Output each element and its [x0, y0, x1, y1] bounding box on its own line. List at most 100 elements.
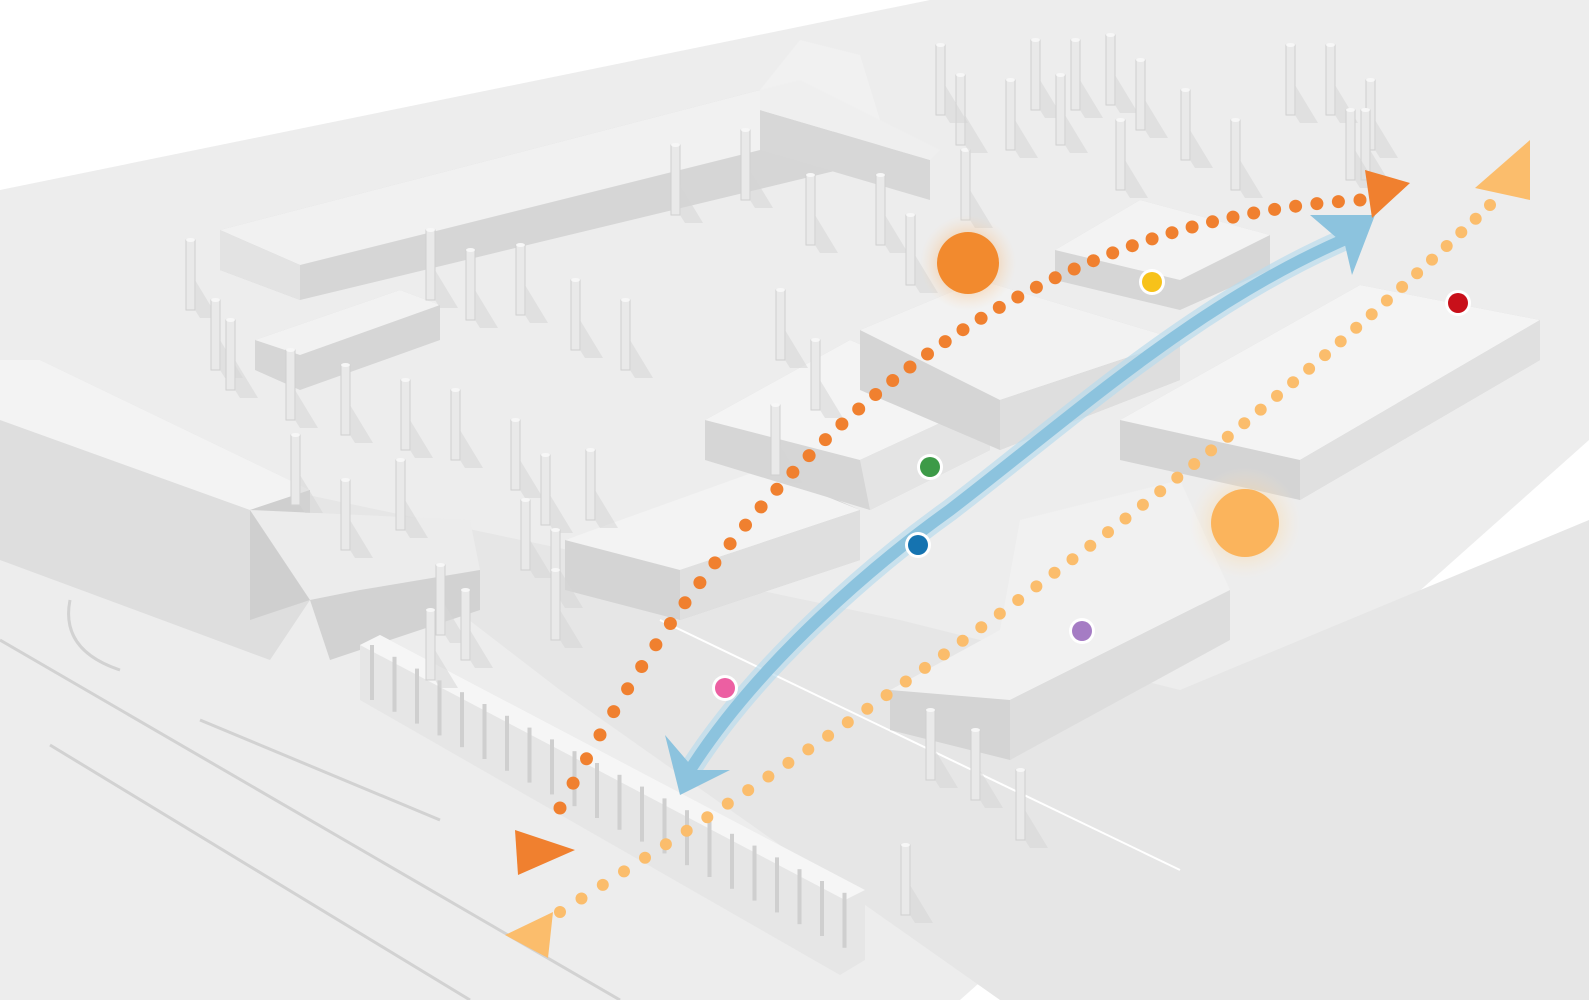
route-dot [679, 596, 692, 609]
route-dot [1205, 444, 1217, 456]
route-dot [681, 825, 693, 837]
route-dot [1289, 200, 1302, 213]
route-dot [762, 771, 774, 783]
route-dot [621, 682, 634, 695]
route-dot [1120, 513, 1132, 525]
route-dot [869, 388, 882, 401]
route-dot [938, 648, 950, 660]
route-dot [649, 638, 662, 651]
route-dot [957, 323, 970, 336]
route-dot [693, 576, 706, 589]
route-dot [724, 537, 737, 550]
route-dot [1381, 295, 1393, 307]
route-dot [1227, 211, 1240, 224]
route-dot [1102, 526, 1114, 538]
route-dot [802, 743, 814, 755]
route-dot [900, 676, 912, 688]
route-dot [1188, 458, 1200, 470]
route-dot [1049, 271, 1062, 284]
route-dot [904, 361, 917, 374]
route-dot [739, 519, 752, 532]
route-dot [1222, 431, 1234, 443]
route-dot [1206, 215, 1219, 228]
route-dot [1411, 267, 1423, 279]
route-dot [1146, 232, 1159, 245]
route-dot [1310, 197, 1323, 210]
route-dot [755, 500, 768, 513]
route-dot [660, 838, 672, 850]
route-dot [1350, 322, 1362, 334]
route-dot [554, 802, 567, 815]
route-dot [1030, 580, 1042, 592]
route-dot [1238, 417, 1250, 429]
route-dot [639, 852, 651, 864]
route-dot [1319, 349, 1331, 361]
node-orange-large [920, 215, 1016, 311]
route-dot [1396, 281, 1408, 293]
route-dot [597, 879, 609, 891]
route-dot [1186, 221, 1199, 234]
route-dot [975, 621, 987, 633]
node-blue [905, 532, 931, 558]
route-dot [1166, 226, 1179, 239]
route-dot [701, 811, 713, 823]
route-dot [567, 777, 580, 790]
route-dot [1068, 263, 1081, 276]
route-dot [1084, 540, 1096, 552]
route-dot [1255, 404, 1267, 416]
route-dot [1106, 246, 1119, 259]
route-dot [618, 865, 630, 877]
route-dot [1011, 291, 1024, 304]
route-dot [1455, 226, 1467, 238]
route-dot [861, 703, 873, 715]
node-light-orange-large [1189, 467, 1301, 579]
route-dot [580, 752, 593, 765]
route-dot [786, 466, 799, 479]
route-dot [1271, 390, 1283, 402]
route-dot [921, 348, 934, 361]
route-dot [994, 608, 1006, 620]
route-dot [594, 728, 607, 741]
route-dot [1171, 472, 1183, 484]
route-dot [664, 617, 677, 630]
route-dot [822, 730, 834, 742]
route-dot [819, 433, 832, 446]
route-dot [1332, 195, 1345, 208]
route-dot [1049, 567, 1061, 579]
route-dot [803, 449, 816, 462]
route-dot [939, 335, 952, 348]
route-dot [1012, 594, 1024, 606]
route-dot [1366, 308, 1378, 320]
node-green [917, 454, 943, 480]
route-dot [1287, 376, 1299, 388]
route-dot [1354, 194, 1367, 207]
route-dot [554, 906, 566, 918]
route-dot [782, 757, 794, 769]
route-dot [1154, 485, 1166, 497]
route-dot [708, 556, 721, 569]
route-dot [1030, 281, 1043, 294]
route-dot [1126, 239, 1139, 252]
route-dot [635, 660, 648, 673]
route-dot [607, 705, 620, 718]
route-dot [1426, 254, 1438, 266]
route-dot [1268, 203, 1281, 216]
route-dot [919, 662, 931, 674]
route-dot [957, 635, 969, 647]
route-dot [1470, 213, 1482, 225]
route-dot [1303, 363, 1315, 375]
node-pink [712, 675, 738, 701]
route-dot [886, 374, 899, 387]
route-dot [835, 418, 848, 431]
route-dot [1137, 499, 1149, 511]
node-purple [1069, 618, 1095, 644]
route-dot [742, 784, 754, 796]
route-dot [842, 716, 854, 728]
route-dot [1067, 553, 1079, 565]
route-dot [722, 798, 734, 810]
route-dot [1247, 207, 1260, 220]
route-dot [852, 403, 865, 416]
node-yellow [1139, 269, 1165, 295]
